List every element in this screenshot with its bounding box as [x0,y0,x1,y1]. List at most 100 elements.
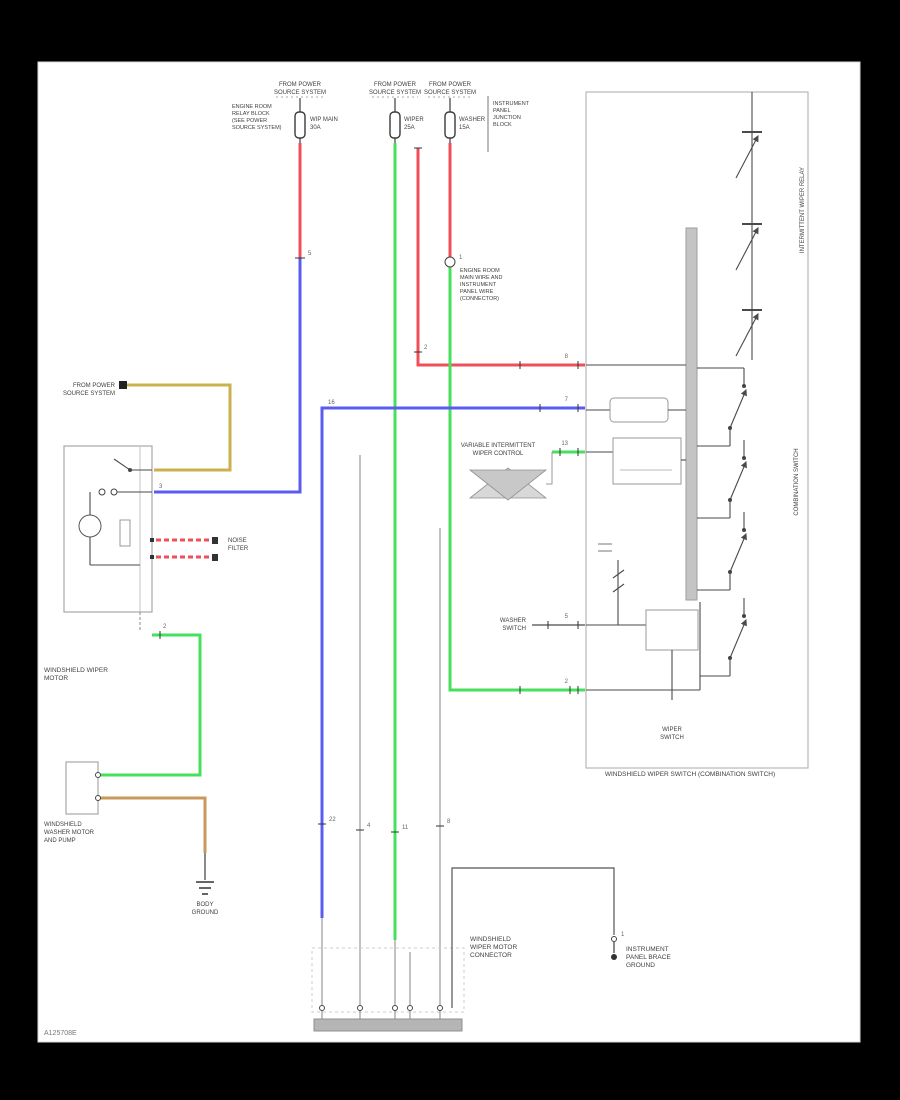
svg-text:PANEL BRACE: PANEL BRACE [626,954,671,961]
pin-number: 8 [447,819,451,825]
connector-pin [392,1005,398,1011]
svg-text:INSTRUMENT: INSTRUMENT [460,282,497,288]
bottom-right-label: INSTRUMENT [626,946,669,953]
svg-text:MOTOR: MOTOR [44,675,68,682]
wire-tan-ground [100,796,207,853]
pin-number: 1 [621,932,625,938]
wire-blue-switch [320,406,585,918]
washer-switch-label: WASHER [500,618,527,624]
svg-text:CONNECTOR: CONNECTOR [470,952,512,959]
svg-text:FILTER: FILTER [228,546,249,552]
svg-text:BLOCK: BLOCK [493,122,512,128]
bottom-mid-label: WINDSHIELD [470,936,511,943]
noise-filter-terminal [212,537,218,544]
svg-text:GROUND: GROUND [192,910,219,916]
pin-number: 2 [565,679,569,685]
pin-number: 11 [402,825,409,831]
wire-runs [100,143,585,940]
pin-number: 7 [565,397,569,403]
brush-contact [98,488,106,496]
svg-text:PANEL WIRE: PANEL WIRE [460,289,494,295]
svg-text:MAIN WIRE AND: MAIN WIRE AND [460,275,503,281]
pin-number: 1 [459,255,463,261]
pin-number: 2 [163,624,167,630]
wire-blue-low-speed [154,258,302,494]
washer-motor-pin [95,795,101,801]
vertical-label-combination-switch: COMBINATION SWITCH [794,448,800,515]
svg-text:30A: 30A [310,125,321,131]
svg-text:SOURCE SYSTEM: SOURCE SYSTEM [63,391,115,397]
combination-switch-outline [585,91,809,769]
internal-bus-bar [685,227,698,601]
svg-text:SWITCH: SWITCH [502,626,526,632]
noise-filter-label: NOISE [228,538,247,544]
branch-pin [611,936,617,942]
pin-number: 5 [308,251,312,257]
fuse-label: WASHER [459,117,486,123]
svg-text:PANEL: PANEL [493,108,511,114]
washer-motor-pin [95,772,101,778]
wire-green-washer-motor [100,633,202,777]
fuse-label: WIPER [404,117,424,123]
pin-number: 22 [329,817,336,823]
fuse-label: WIP MAIN [310,117,338,123]
svg-text:WASHER MOTOR: WASHER MOTOR [44,830,95,836]
connector-pin [437,1005,443,1011]
fuse-wip-main [294,111,306,139]
power-source-header: FROM POWER [429,82,472,88]
intermittent-relay-circuit [735,92,762,360]
connector-pin [357,1005,363,1011]
svg-text:JUNCTION: JUNCTION [493,115,521,121]
svg-text:AND PUMP: AND PUMP [44,838,76,844]
junction-block-label: INSTRUMENT [493,101,530,107]
wiper-motor-label: WINDSHIELD WIPER [44,667,108,674]
svg-text:WIPER CONTROL: WIPER CONTROL [473,451,524,457]
power-feed-section: FROM POWER SOURCE SYSTEM FROM POWER SOUR… [232,82,530,152]
figure-code: A125708E [44,1030,77,1037]
svg-text:SWITCH: SWITCH [660,735,684,741]
svg-text:GROUND: GROUND [626,962,655,969]
connector-pin [407,1005,413,1011]
park-switch-arm [113,458,131,471]
noise-filter-terminal [212,554,218,561]
svg-text:WIPER MOTOR: WIPER MOTOR [470,944,517,951]
connector-ticks: 5 16 2 1 8 7 13 5 2 2 22 11 8 1 4 3 [159,147,625,938]
pin-number: 13 [561,441,568,447]
control-box [612,437,682,485]
ground-symbol [196,881,214,895]
ground-label: BODY [196,902,213,908]
svg-text:15A: 15A [459,125,470,131]
svg-text:25A: 25A [404,125,415,131]
pin-number: 4 [367,823,371,829]
fuse-wiper [389,111,401,139]
svg-text:SOURCE SYSTEM: SOURCE SYSTEM [274,90,326,96]
vertical-label-int-relay: INTERMITTENT WIPER RELAY [800,167,806,253]
wiper-switch-label: WIPER [662,727,682,733]
block-caption: WINDSHIELD WIPER SWITCH (COMBINATION SWI… [605,771,775,778]
combination-switch-block: WIPER SWITCH INTERMITTENT WIPER RELAY CO… [585,91,809,778]
svg-text:(SEE POWER: (SEE POWER [232,118,267,124]
internal-relay-boxes: WIPER SWITCH [586,364,701,741]
bottom-section: WINDSHIELD WIPER MOTOR CONNECTOR INSTRUM… [44,867,671,1037]
svg-text:(CONNECTOR): (CONNECTOR) [460,296,499,302]
windshield-wiper-motor: NOISE FILTER WINDSHIELD WIPER MOTOR FROM… [44,381,249,682]
pin-number: 5 [565,614,569,620]
wire-yellow-power [127,383,232,472]
svg-text:SOURCE SYSTEM: SOURCE SYSTEM [424,90,476,96]
washer-motor-label: WINDSHIELD [44,822,82,828]
pin-number: 8 [565,354,569,360]
middle-elements: ENGINE ROOM MAIN WIRE AND INSTRUMENT PAN… [444,256,553,632]
wiper-switch-contacts [697,367,747,677]
motor-resistor [119,519,131,547]
wire-red-ignition [416,148,585,367]
svg-text:SOURCE SYSTEM: SOURCE SYSTEM [369,90,421,96]
connector-strip [313,1018,463,1032]
svg-text:RELAY BLOCK: RELAY BLOCK [232,111,270,117]
power-source-header: FROM POWER [279,82,322,88]
variable-int-label: VARIABLE INTERMITTENT [461,443,536,449]
variable-resistor-wedge [468,469,548,501]
ground-and-shield-wires [204,455,585,1005]
power-source-header: FROM POWER [374,82,417,88]
